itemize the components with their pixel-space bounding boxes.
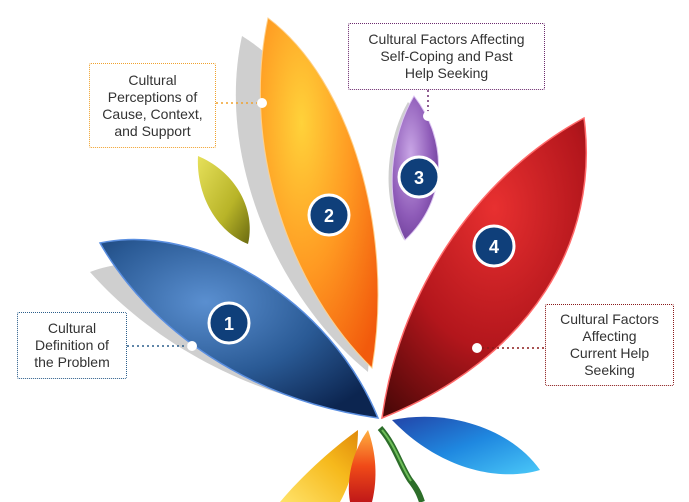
- callout-3-text: Cultural Factors Affecting Self-Coping a…: [368, 31, 525, 81]
- callout-self-coping: Cultural Factors Affecting Self-Coping a…: [348, 23, 545, 90]
- anchor-dot-4: [472, 343, 482, 353]
- anchor-dot-2: [257, 98, 267, 108]
- callout-1-text: Cultural Definition of the Problem: [34, 320, 110, 370]
- anchor-dots: [187, 98, 482, 353]
- orange-petal: [259, 17, 379, 370]
- connectors: [127, 90, 545, 349]
- badge-3: 3: [397, 155, 441, 199]
- yellow-petal: [280, 430, 358, 502]
- red-petal: [381, 116, 588, 420]
- callout-cultural-perceptions: Cultural Perceptions of Cause, Context, …: [89, 63, 216, 148]
- badge-3-number: 3: [414, 168, 424, 188]
- badge-4: 4: [472, 224, 516, 268]
- callout-current-help-seeking: Cultural Factors Affecting Current Help …: [545, 304, 674, 386]
- stem-highlight: [381, 429, 412, 482]
- small-red-petal: [348, 430, 376, 502]
- badge-2-number: 2: [324, 206, 334, 226]
- badge-4-number: 4: [489, 237, 499, 257]
- badge-2: 2: [307, 193, 351, 237]
- anchor-dot-3: [423, 111, 433, 121]
- anchor-dot-1: [187, 341, 197, 351]
- badge-1: 1: [207, 301, 251, 345]
- olive-petal: [197, 156, 250, 244]
- callout-cultural-definition: Cultural Definition of the Problem: [17, 312, 127, 379]
- callout-4-text: Cultural Factors Affecting Current Help …: [560, 311, 659, 378]
- badge-1-number: 1: [224, 314, 234, 334]
- light-blue-petal: [392, 416, 540, 475]
- callout-2-text: Cultural Perceptions of Cause, Context, …: [102, 71, 203, 139]
